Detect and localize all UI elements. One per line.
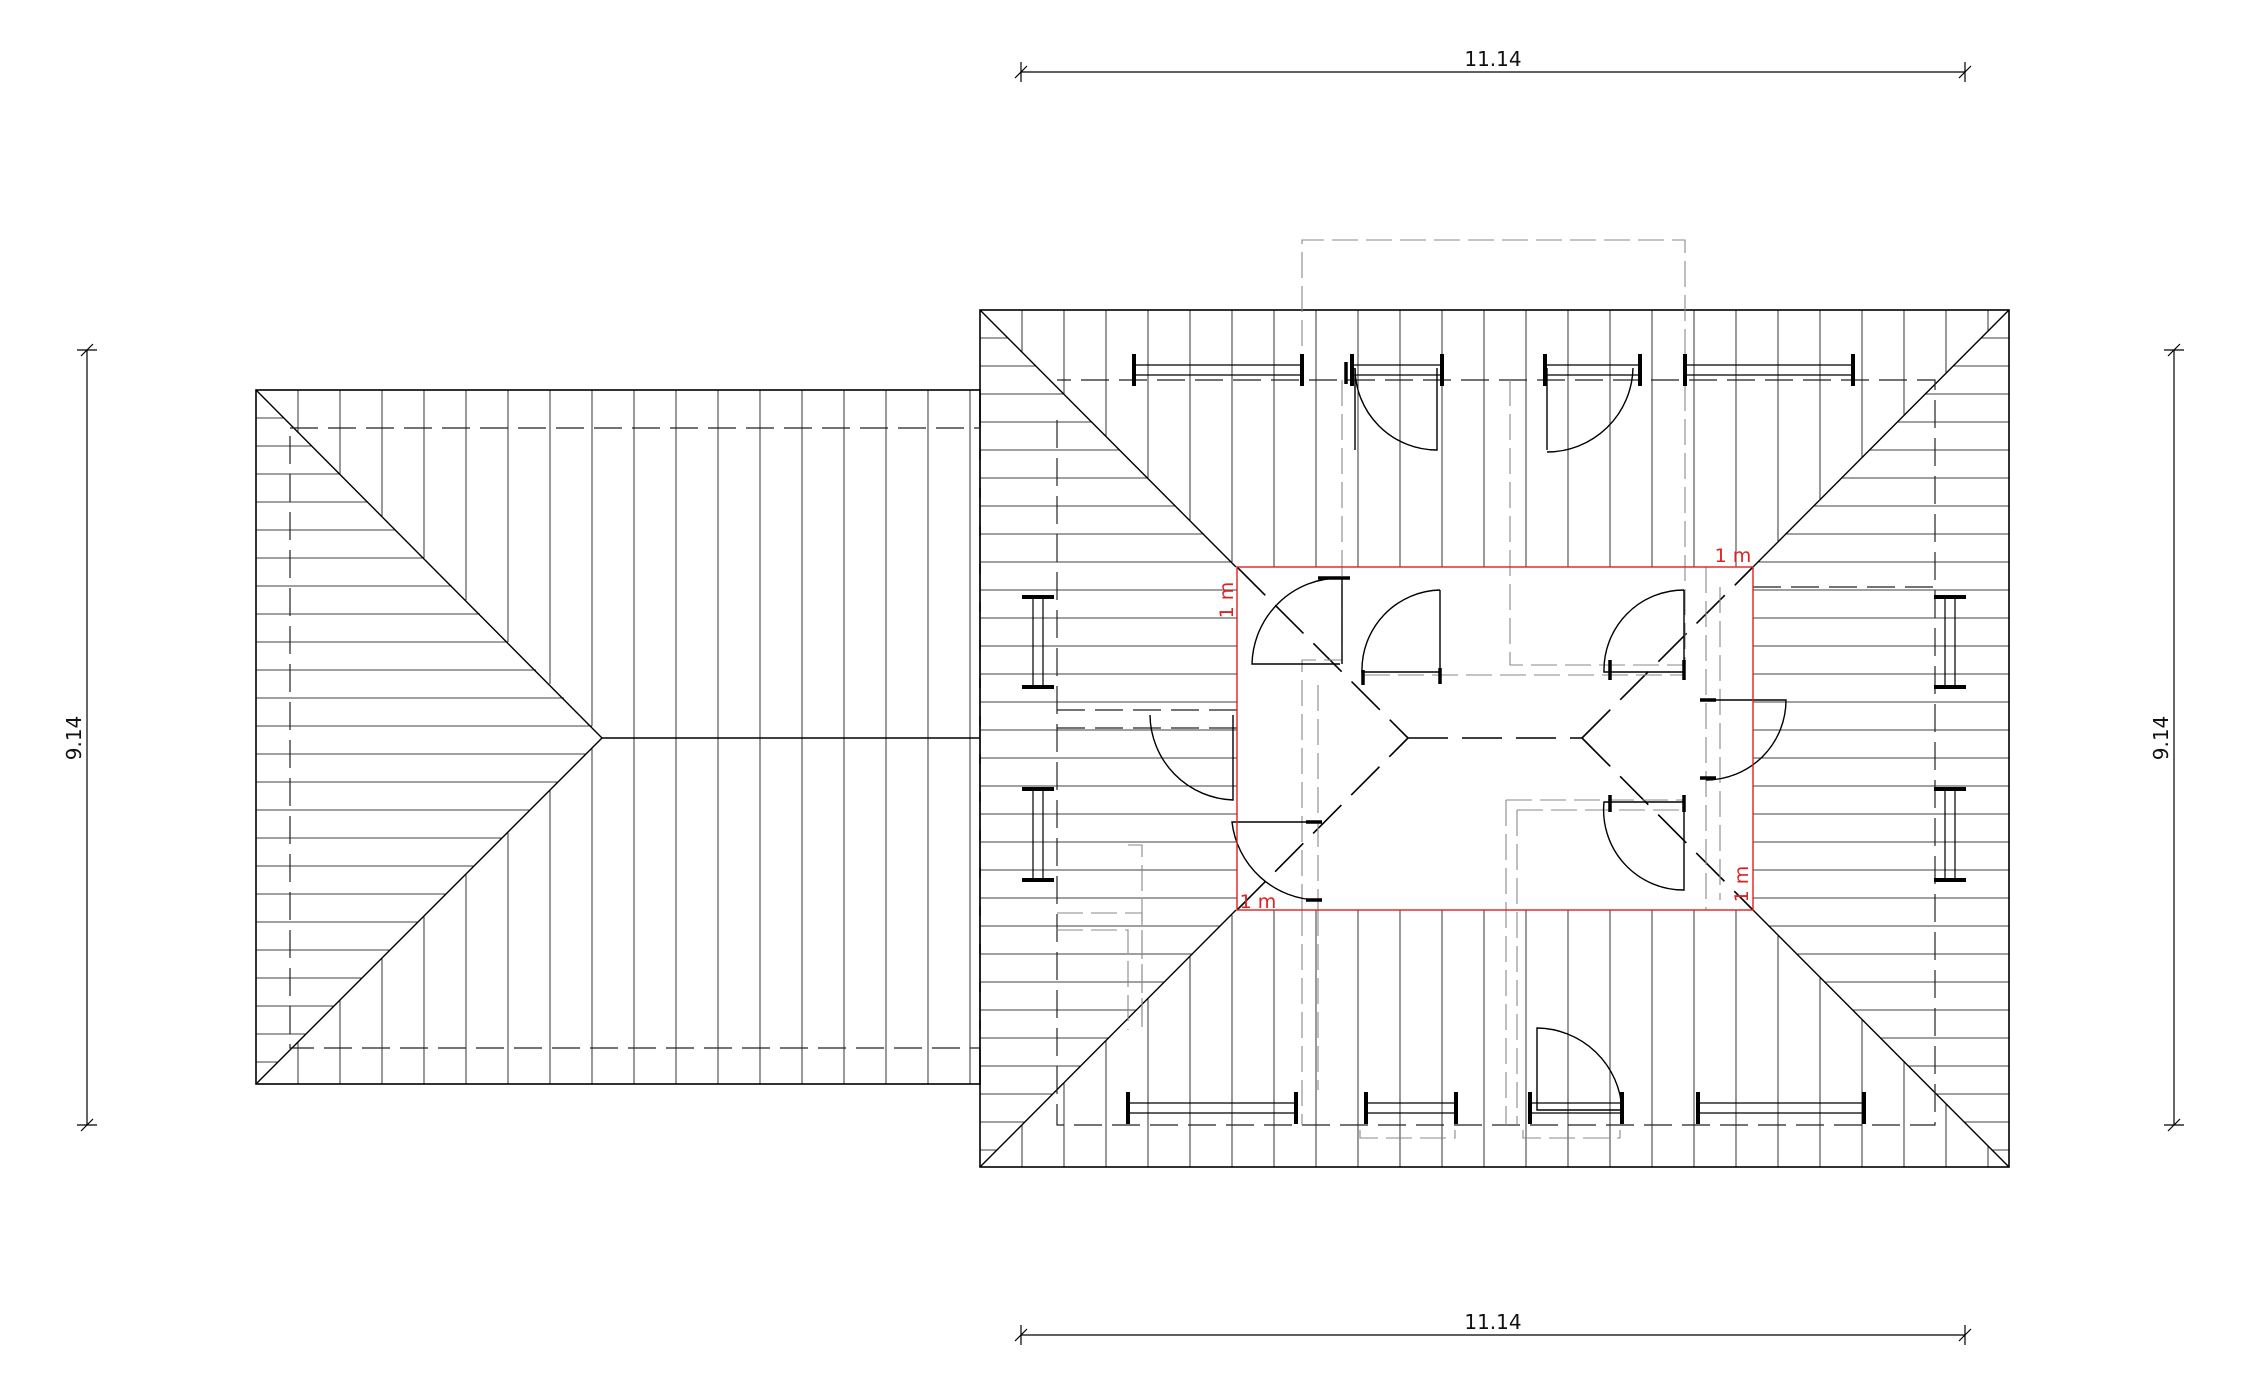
main-roof-hips	[979, 309, 2010, 1168]
door-swing	[1705, 699, 1787, 781]
window	[1126, 1092, 1298, 1124]
dimension-right: 9.14	[2149, 343, 2184, 1132]
dimension-bottom: 11.14	[1014, 1310, 1972, 1345]
hidden-walls-light	[1057, 239, 1753, 1139]
dimension-left-label: 9.14	[62, 716, 86, 761]
window	[1132, 354, 1304, 386]
window	[1683, 354, 1855, 386]
left-wing-ridge-hips	[255, 389, 980, 1085]
window	[1022, 787, 1054, 882]
window	[1934, 787, 1966, 882]
left-wing-roof-outline	[255, 389, 981, 1085]
left-wing-rafters	[256, 390, 971, 1084]
window	[1350, 354, 1444, 386]
dimension-right-label: 9.14	[2149, 716, 2173, 761]
offset-label-top-left: 1 m	[1216, 582, 1238, 619]
door-swing	[1536, 1027, 1623, 1111]
window	[1528, 1092, 1624, 1124]
door-swing	[1231, 821, 1319, 901]
window	[1696, 1092, 1866, 1124]
windows	[1022, 354, 1966, 1124]
offset-label-bottom-right: 1 m	[1731, 866, 1753, 903]
one-metre-offset-boundary: 1 m 1 m 1 m 1 m	[1216, 545, 1754, 913]
hidden-walls-dark	[289, 379, 1936, 1126]
hidden-ridge-lines	[1236, 566, 1754, 911]
offset-rectangle	[1236, 566, 1754, 911]
window	[1022, 595, 1054, 689]
window	[1364, 1092, 1458, 1124]
door-swing	[1361, 589, 1441, 673]
dimension-left: 9.14	[62, 343, 97, 1132]
dimension-top-label: 11.14	[1464, 47, 1521, 71]
window	[1934, 595, 1966, 689]
dimension-bottom-label: 11.14	[1464, 1310, 1521, 1334]
door-swing	[1149, 714, 1234, 801]
door-swing	[1602, 801, 1685, 891]
dimension-top: 11.14	[1014, 47, 1972, 82]
door-swing	[1251, 577, 1341, 665]
door-swing	[1546, 367, 1634, 453]
door-swing	[1354, 367, 1438, 451]
window	[1543, 354, 1642, 386]
offset-label-top-right: 1 m	[1715, 545, 1752, 567]
offset-label-bottom-left: 1 m	[1240, 891, 1277, 913]
door-swing	[1603, 589, 1685, 673]
